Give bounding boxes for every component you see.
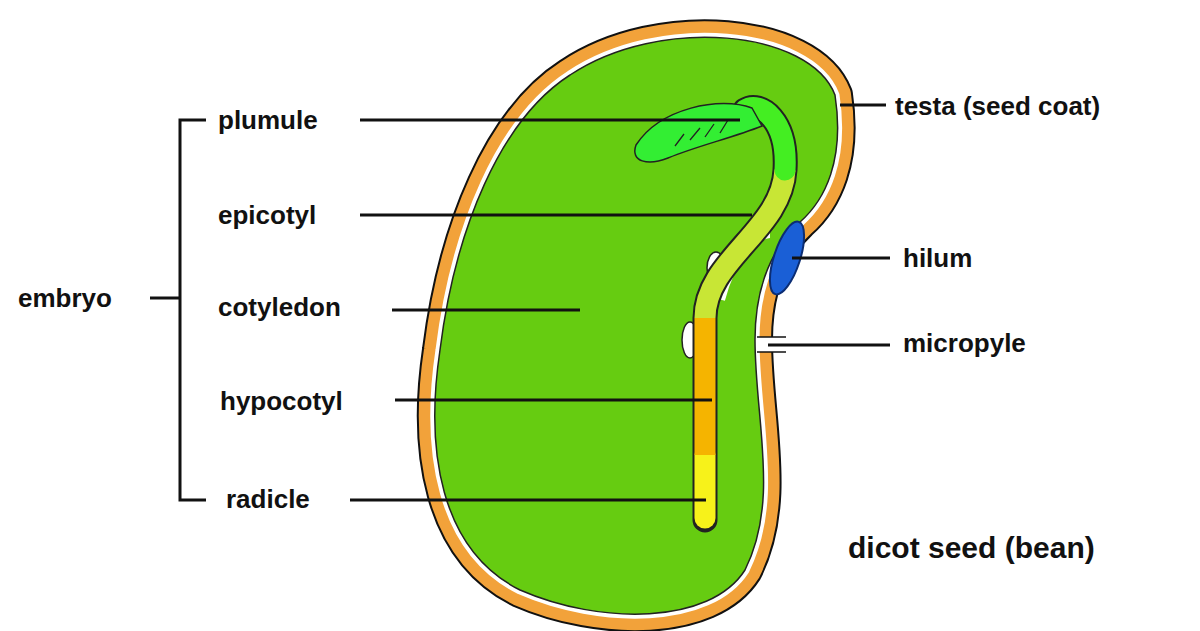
caption: dicot seed (bean): [848, 531, 1095, 565]
part-label: epicotyl: [218, 200, 316, 230]
embryo-bracket: [150, 120, 206, 500]
part-label: radicle: [226, 484, 310, 514]
testa: [435, 37, 838, 614]
part-label: plumule: [218, 105, 318, 135]
testa-outline: [435, 37, 838, 614]
group-label: embryo: [18, 283, 112, 313]
part-label: hilum: [903, 243, 972, 273]
epicotyl: [705, 170, 785, 318]
embryo-outline: [705, 108, 785, 521]
leader-lines: [350, 105, 890, 500]
plumule: [635, 104, 762, 162]
part-label: micropyle: [903, 328, 1026, 358]
part-label: cotyledon: [218, 292, 341, 322]
cotyledon: [435, 37, 838, 614]
part-label: hypocotyl: [220, 386, 343, 416]
radicle: [695, 455, 716, 518]
part-label: testa (seed coat): [895, 91, 1100, 121]
hypocotyl: [695, 318, 716, 455]
plumule-veins: [675, 120, 728, 146]
inner-gap: [435, 37, 838, 614]
